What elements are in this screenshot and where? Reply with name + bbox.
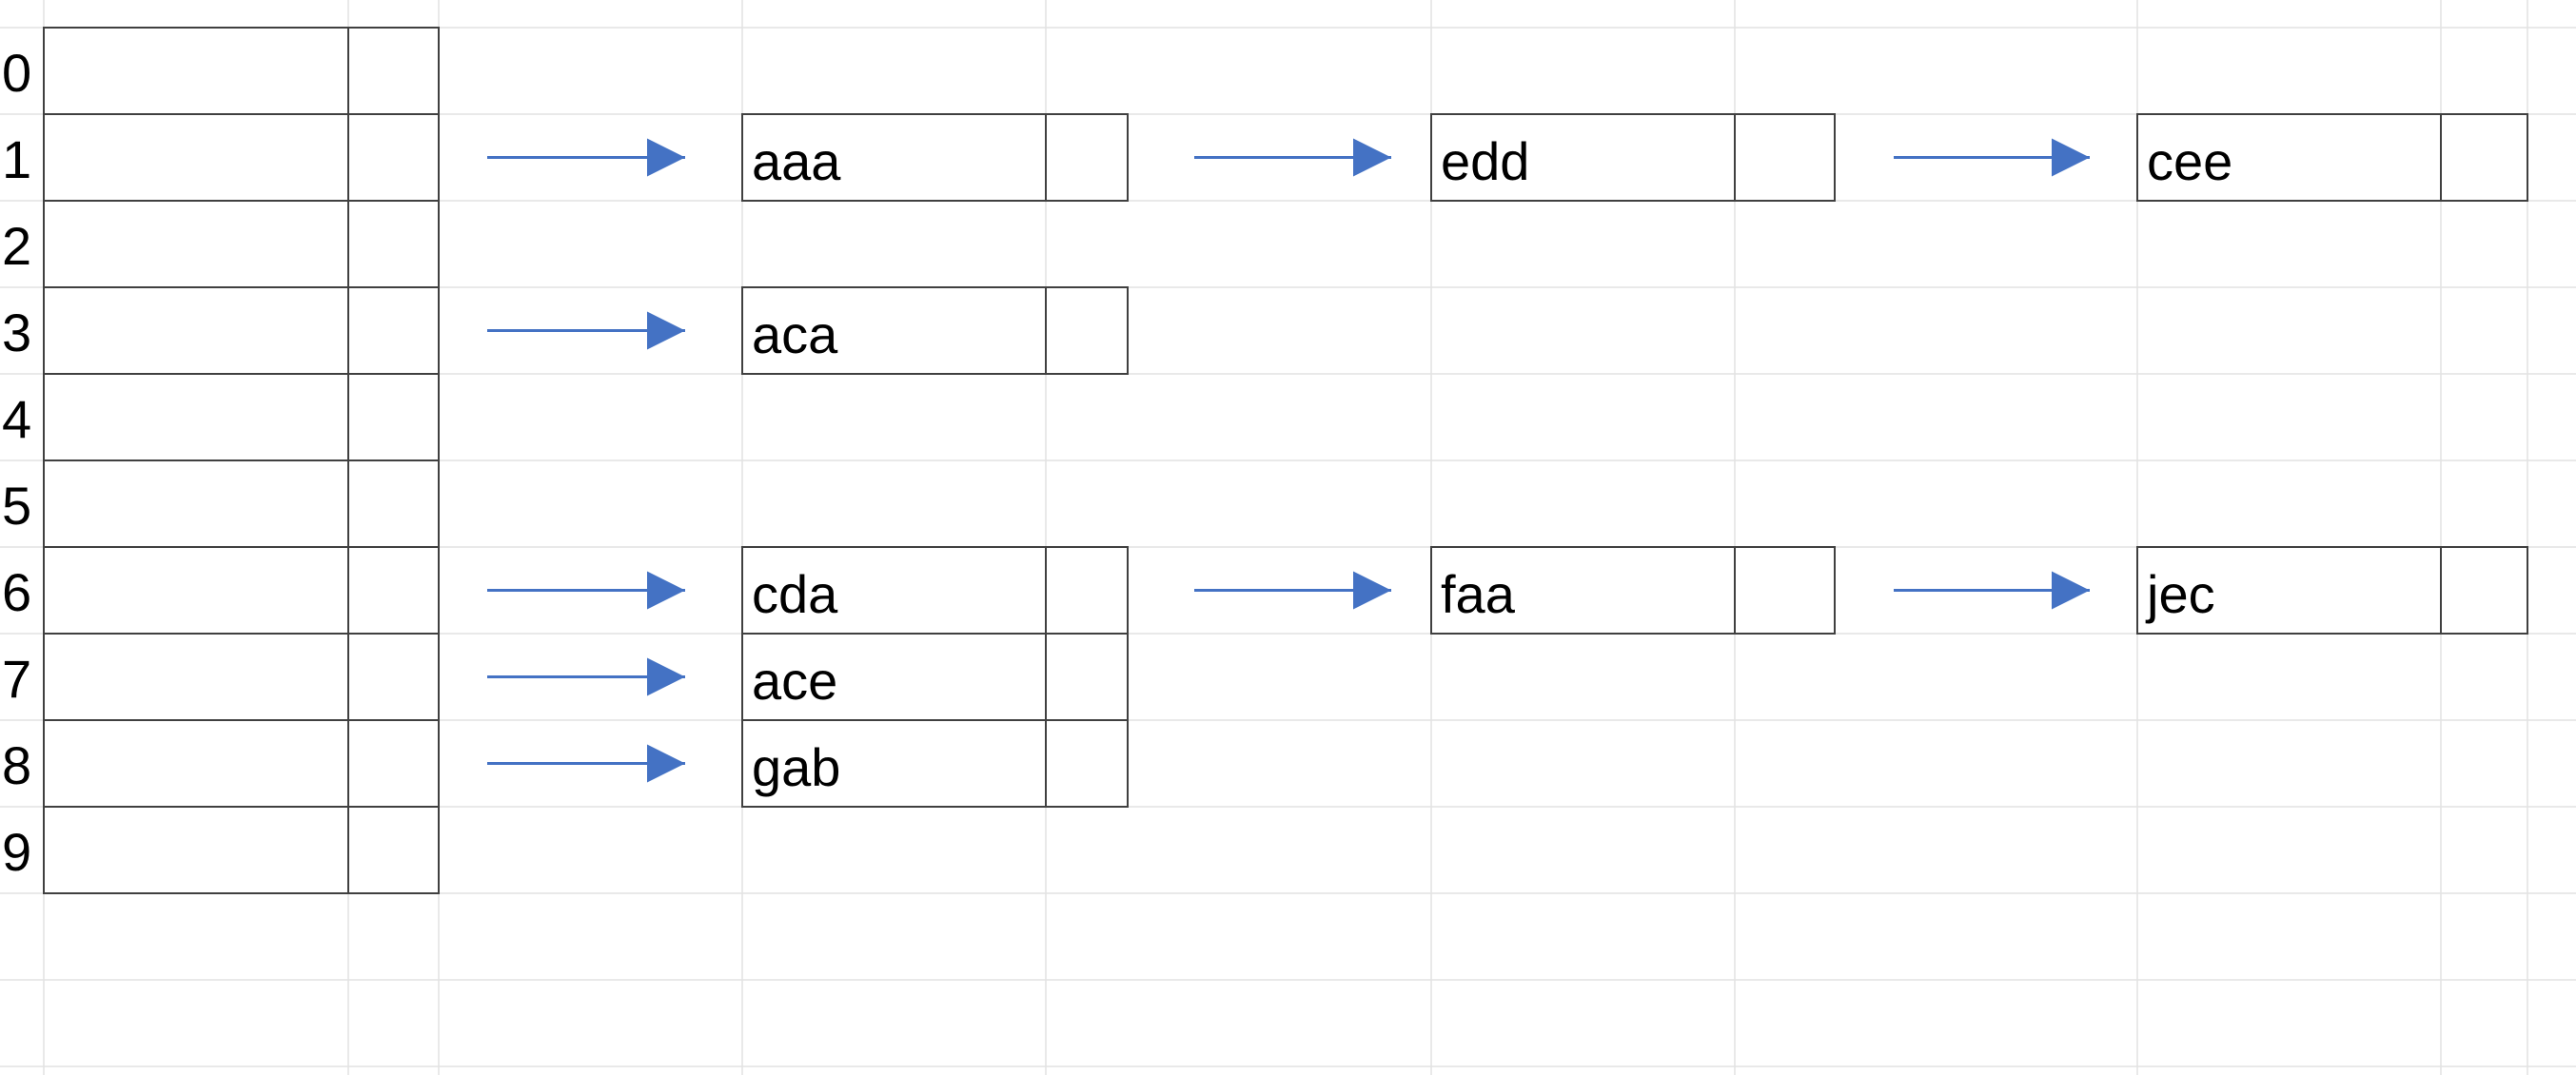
hash-table bbox=[43, 27, 440, 894]
node-label: jec bbox=[2145, 564, 2215, 624]
bucket-key-cell bbox=[43, 633, 349, 721]
node-value-cell bbox=[1430, 546, 1736, 635]
bucket-pointer-cell bbox=[347, 806, 440, 894]
index-label: 8 bbox=[2, 735, 31, 795]
node-value-cell bbox=[741, 546, 1047, 635]
bucket-key-cell bbox=[43, 373, 349, 461]
node-next-cell bbox=[2440, 113, 2528, 202]
chain-arrows bbox=[487, 138, 2090, 783]
chain-node: aca bbox=[741, 286, 1129, 375]
node-value-cell bbox=[2136, 546, 2442, 635]
bucket-pointer-cell bbox=[347, 459, 440, 548]
node-next-cell bbox=[1045, 633, 1129, 721]
node-value-cell bbox=[741, 633, 1047, 721]
index-label: 3 bbox=[2, 303, 31, 362]
chain-node: cee bbox=[2136, 113, 2528, 202]
index-label: 2 bbox=[2, 216, 31, 276]
chain-node: cda bbox=[741, 546, 1129, 635]
node-value-cell bbox=[1430, 113, 1736, 202]
index-label: 7 bbox=[2, 649, 31, 709]
node-label: ace bbox=[752, 651, 837, 711]
index-label: 9 bbox=[2, 822, 31, 882]
node-label: aca bbox=[752, 304, 838, 364]
index-labels: 0 1 2 3 4 5 6 7 8 9 bbox=[2, 43, 31, 882]
index-label: 0 bbox=[2, 43, 31, 103]
node-next-cell bbox=[1045, 546, 1129, 635]
node-label: gab bbox=[752, 737, 840, 797]
bucket-key-cell bbox=[43, 27, 349, 115]
bucket-key-cell bbox=[43, 200, 349, 288]
bucket-key-cell bbox=[43, 113, 349, 202]
node-next-cell bbox=[1045, 286, 1129, 375]
index-label: 5 bbox=[2, 476, 31, 536]
bucket-pointer-cell bbox=[347, 633, 440, 721]
bucket-key-cell bbox=[43, 546, 349, 635]
node-next-cell bbox=[2440, 546, 2528, 635]
chain-node: ace bbox=[741, 633, 1129, 721]
bucket-pointer-cell bbox=[347, 113, 440, 202]
chain-node: aaa bbox=[741, 113, 1129, 202]
bucket-pointer-cell bbox=[347, 200, 440, 288]
node-next-cell bbox=[1045, 113, 1129, 202]
bucket-key-cell bbox=[43, 719, 349, 808]
node-label: faa bbox=[1441, 564, 1516, 624]
chain-node: edd bbox=[1430, 113, 1836, 202]
node-next-cell bbox=[1734, 113, 1836, 202]
chain-node: faa bbox=[1430, 546, 1836, 635]
index-label: 4 bbox=[2, 389, 31, 449]
chain-node: gab bbox=[741, 719, 1129, 808]
bucket-pointer-cell bbox=[347, 719, 440, 808]
node-value-cell bbox=[2136, 113, 2442, 202]
node-next-cell bbox=[1734, 546, 1836, 635]
bucket-pointer-cell bbox=[347, 27, 440, 115]
node-label: cee bbox=[2147, 131, 2232, 191]
node-label: cda bbox=[752, 564, 838, 624]
node-next-cell bbox=[1045, 719, 1129, 808]
node-value-cell bbox=[741, 113, 1047, 202]
node-label: edd bbox=[1441, 131, 1529, 191]
chain-nodes: aaa edd cee aca cda faa jec ace gab bbox=[741, 113, 2528, 808]
chain-node: jec bbox=[2136, 546, 2528, 635]
bucket-key-cell bbox=[43, 806, 349, 894]
index-label: 6 bbox=[2, 562, 31, 622]
node-label: aaa bbox=[752, 131, 841, 191]
node-value-cell bbox=[741, 286, 1047, 375]
bucket-key-cell bbox=[43, 286, 349, 375]
bucket-pointer-cell bbox=[347, 286, 440, 375]
bucket-pointer-cell bbox=[347, 546, 440, 635]
bucket-pointer-cell bbox=[347, 373, 440, 461]
index-label: 1 bbox=[2, 129, 31, 189]
node-value-cell bbox=[741, 719, 1047, 808]
bucket-key-cell bbox=[43, 459, 349, 548]
